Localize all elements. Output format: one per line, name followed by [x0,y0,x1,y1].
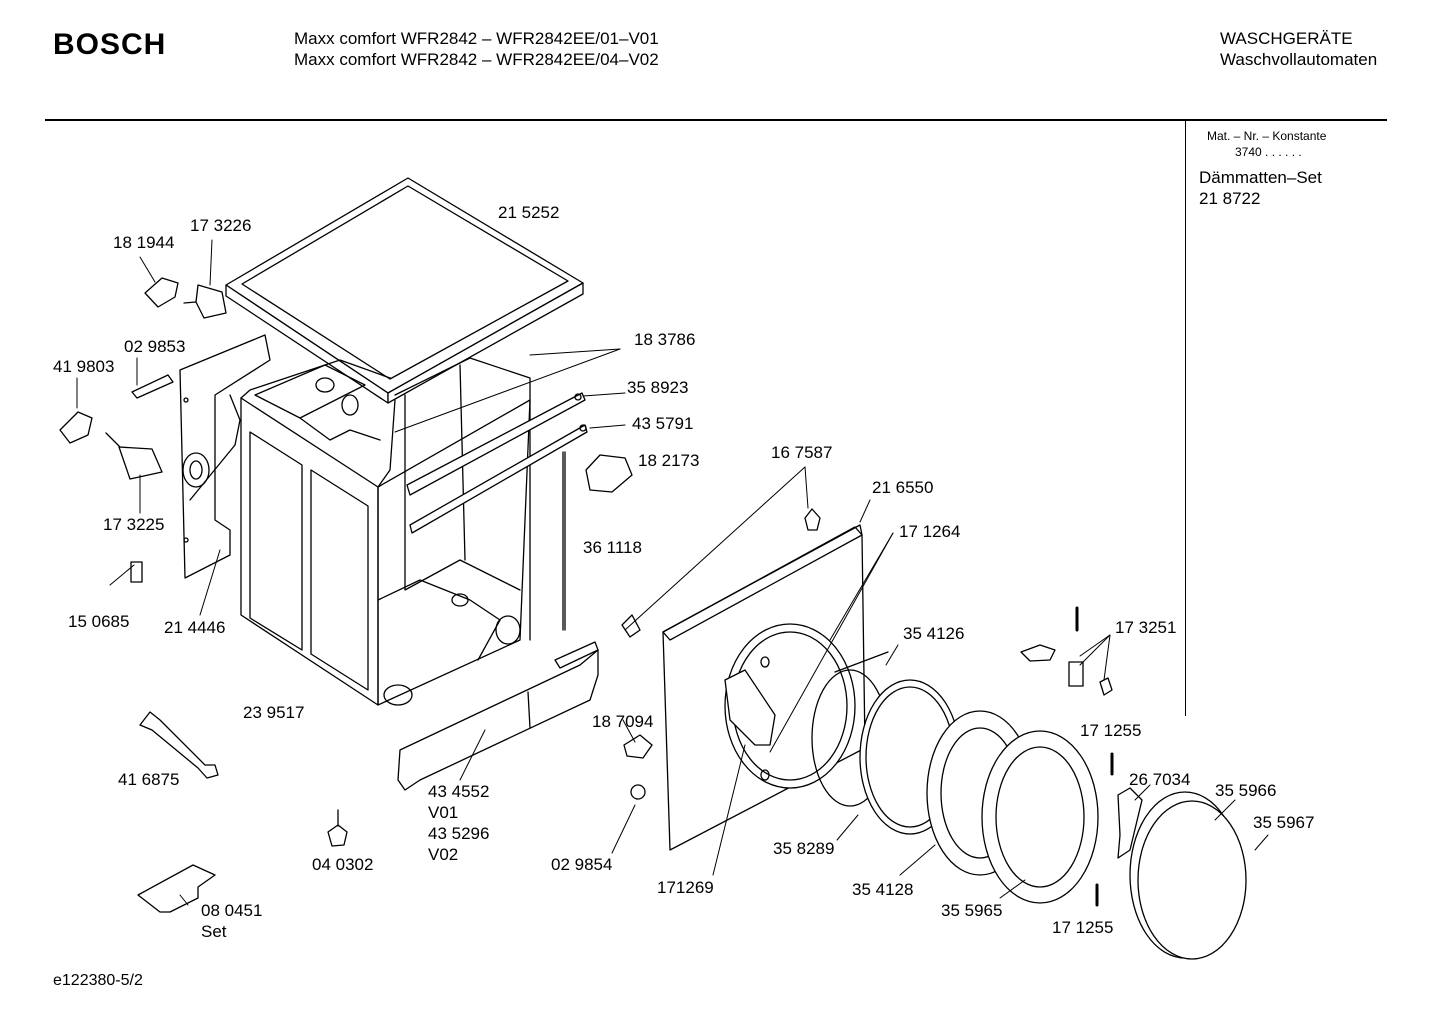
cabinet-housing [241,358,530,705]
part-label: 04 0302 [312,855,374,874]
model-line-1: Maxx comfort WFR2842 – WFR2842EE/01–V01 [294,29,659,48]
part-label: V02 [428,845,459,864]
part-label: 18 7094 [592,712,654,731]
part-label: 35 5967 [1253,813,1315,832]
part-label: 17 3251 [1115,618,1177,637]
door-ring-assembly [812,652,1246,959]
front-kickplates [398,642,598,790]
part-label: V01 [428,803,459,822]
model-line-2: Maxx comfort WFR2842 – WFR2842EE/04–V02 [294,50,659,69]
part-label: 41 9803 [53,357,115,376]
part-label: 35 8923 [627,378,689,397]
part-label: 43 5296 [428,824,490,843]
front-panel [663,525,865,850]
part-label: 15 0685 [68,612,130,631]
left-small-parts [60,278,347,912]
part-label: 26 7034 [1129,770,1191,789]
leader-lines [77,240,1268,905]
part-label: 18 2173 [638,451,700,470]
part-label: 43 4552 [428,782,490,801]
kit-name: Dämmatten–Set [1199,168,1322,187]
part-label: 17 1264 [899,522,961,541]
kit-number: 21 8722 [1199,189,1261,208]
part-label: 171269 [657,878,714,897]
part-label: 41 6875 [118,770,180,789]
brand-logo: BOSCH [53,28,167,61]
part-label: 17 1255 [1052,918,1114,937]
part-label: 35 8289 [773,839,835,858]
rear-panel [180,335,270,578]
part-label: 17 3225 [103,515,165,534]
part-label: 02 9854 [551,855,613,874]
part-label: 16 7587 [771,443,833,462]
part-label: 18 3786 [634,330,696,349]
header-rule [45,119,1387,121]
part-label: 43 5791 [632,414,694,433]
door-lock-parts [563,452,820,799]
part-label: 35 4128 [852,880,914,899]
category-title: WASCHGERÄTE [1220,29,1353,48]
right-small-parts [1021,608,1142,905]
part-label: 35 4126 [903,624,965,643]
part-label: 35 5966 [1215,781,1277,800]
part-label: 17 3226 [190,216,252,235]
part-label: 17 1255 [1080,721,1142,740]
part-label: 21 5252 [498,203,560,222]
top-cover [226,178,583,403]
category-subtitle: Waschvollautomaten [1220,50,1378,69]
mat-value: 3740 . . . . . . [1235,145,1302,159]
part-label: 23 9517 [243,703,305,722]
drawing-id: e122380-5/2 [53,972,143,989]
part-label: 08 0451 [201,901,263,920]
cross-rails [407,393,587,533]
part-label: 21 6550 [872,478,934,497]
part-label: 02 9853 [124,337,186,356]
part-label: 35 5965 [941,901,1003,920]
part-label: 18 1944 [113,233,175,252]
part-label: 36 1118 [583,538,642,557]
mat-label: Mat. – Nr. – Konstante [1207,129,1327,143]
part-label: Set [201,922,227,941]
part-label: 21 4446 [164,618,226,637]
sidebar-divider [1185,120,1186,716]
